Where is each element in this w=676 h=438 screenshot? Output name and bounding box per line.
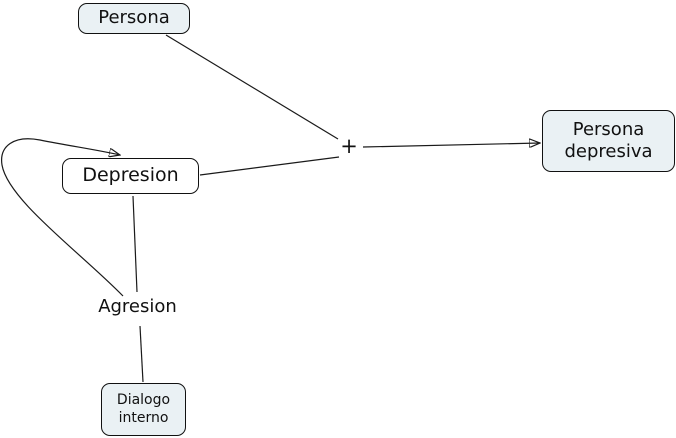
edge-agresion-to-dialogo-interno[interactable] — [139, 325, 144, 383]
edge-persona-to-plus[interactable] — [165, 34, 339, 140]
node-persona[interactable]: Persona — [78, 3, 190, 34]
edge-agresion-loop-to-depresion[interactable] — [1, 138, 124, 297]
node-persona-depresiva[interactable]: Persona depresiva — [542, 110, 675, 172]
node-agresion-label[interactable]: Agresion — [98, 296, 177, 317]
node-dialogo-interno[interactable]: Dialogo interno — [101, 383, 186, 436]
node-depresion[interactable]: Depresion — [62, 158, 199, 194]
edge-depresion-to-plus[interactable] — [199, 156, 340, 176]
edge-plus-to-persona-depresiva[interactable] — [362, 143, 540, 147]
plus-junction-label[interactable]: + — [340, 134, 358, 158]
edge-depresion-to-agresion[interactable] — [132, 195, 138, 293]
